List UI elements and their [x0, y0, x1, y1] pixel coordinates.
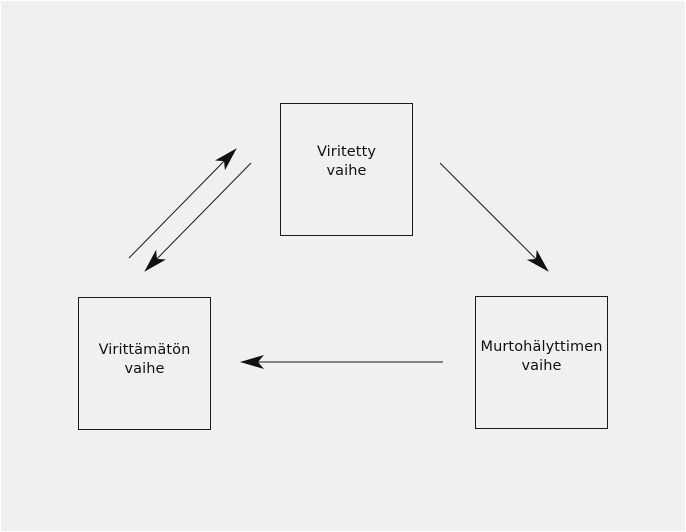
node-alarm-label-line-1: Murtohälyttimen — [480, 339, 603, 355]
node-unarmed-state: Virittämätön vaihe — [78, 297, 211, 430]
node-unarmed-label: Virittämätön vaihe — [99, 341, 191, 379]
node-armed-label-line-2: vaihe — [326, 163, 367, 179]
node-armed-label-line-1: Viritetty — [316, 144, 377, 160]
node-armed-state: Viritetty vaihe — [280, 103, 413, 236]
edge-armed-to-alarm — [439, 162, 549, 272]
edge-unarmed-to-armed — [128, 148, 237, 259]
edge-armed-to-unarmed — [144, 162, 252, 272]
node-armed-label: Viritetty vaihe — [317, 143, 376, 181]
node-alarm-state: Murtohälyttimen vaihe — [475, 296, 608, 429]
node-unarmed-label-line-2: vaihe — [124, 360, 165, 377]
node-unarmed-label-line-1: Virittämätön — [98, 341, 191, 358]
node-alarm-label-line-2: vaihe — [521, 358, 562, 374]
node-alarm-label: Murtohälyttimen vaihe — [480, 338, 602, 376]
